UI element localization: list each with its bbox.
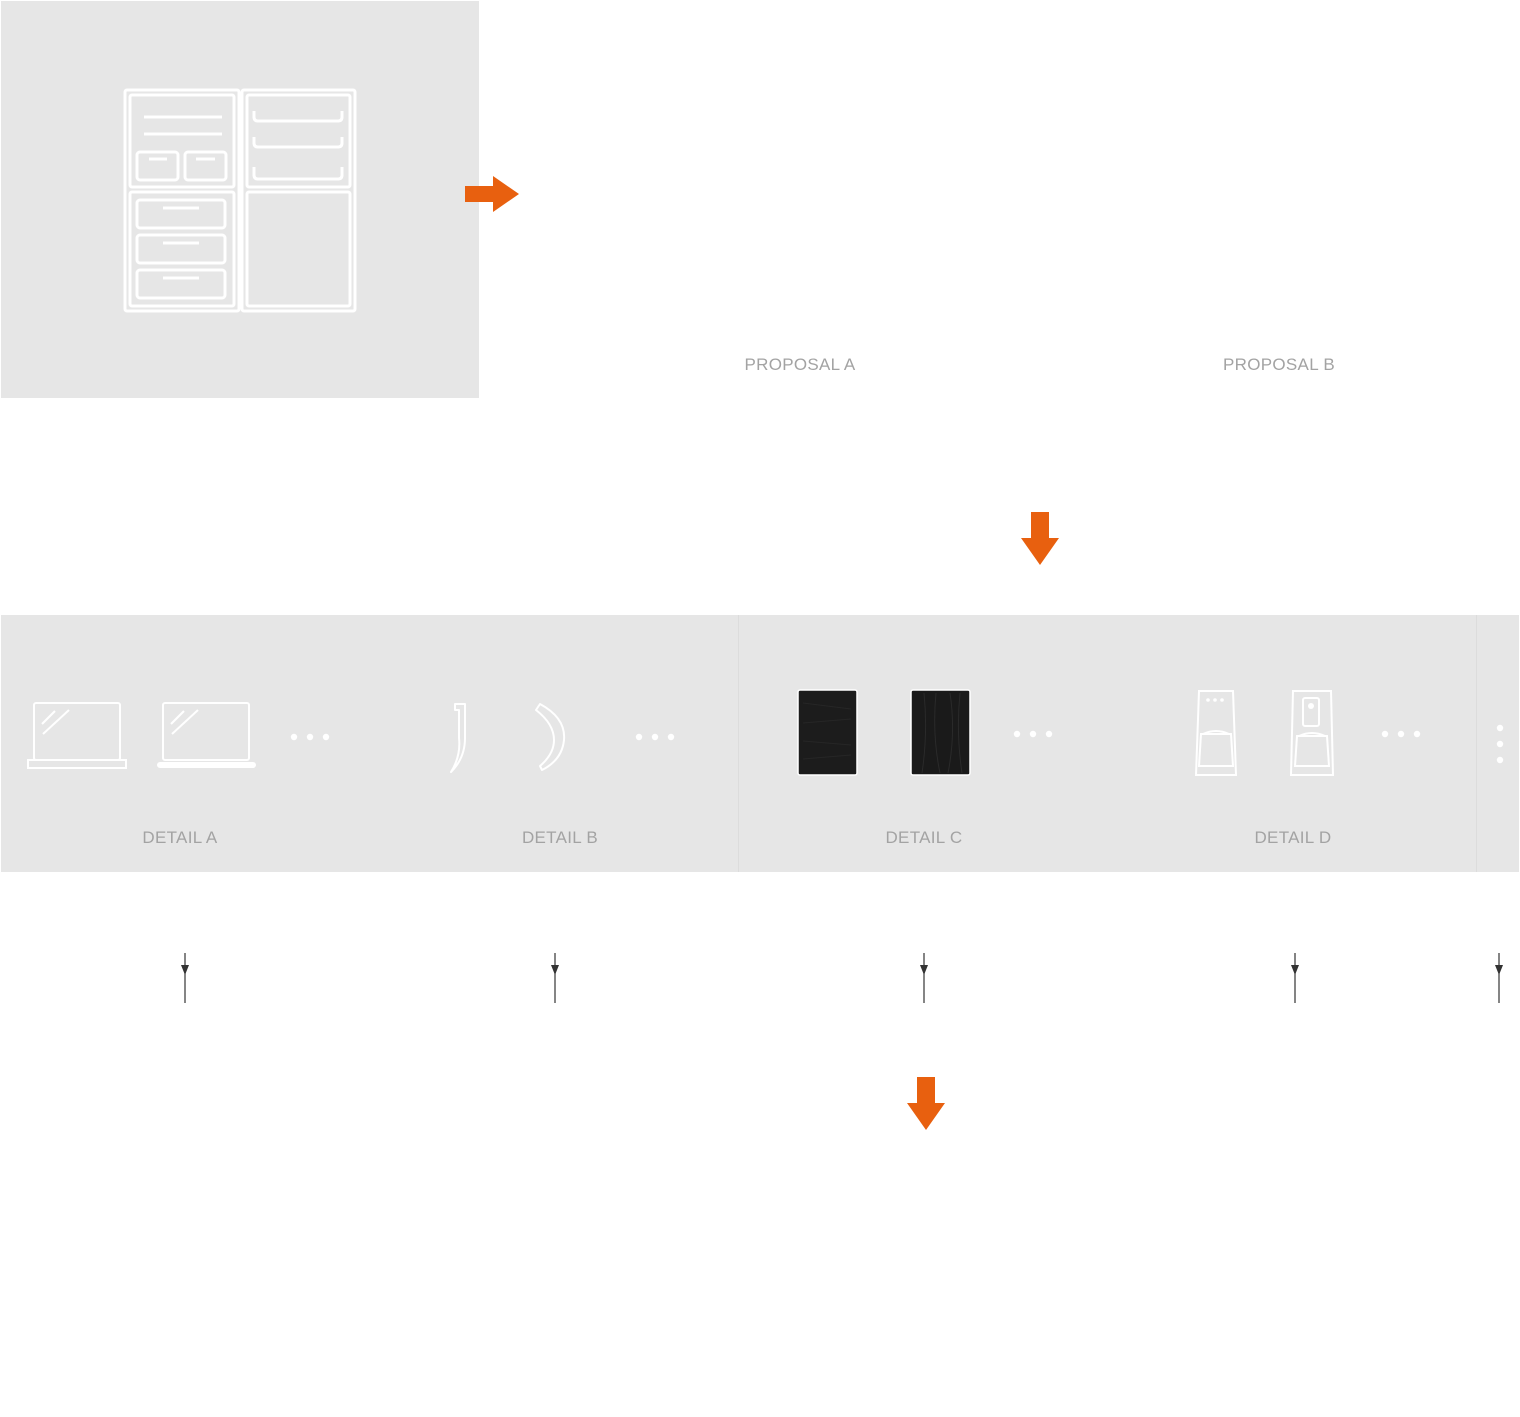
ellipsis-icon: [1381, 730, 1421, 738]
connector-arrow-icon: [181, 953, 189, 1003]
detail-d-label: DETAIL D: [1254, 828, 1332, 847]
dark-wood-panel-icon: [910, 689, 971, 776]
ellipsis-icon: [290, 733, 330, 741]
ellipsis-icon: [1013, 730, 1053, 738]
detail-a-label: DETAIL A: [142, 828, 218, 847]
proposal-b-label: PROPOSAL B: [1223, 355, 1335, 374]
connector-arrow-icon: [1291, 953, 1299, 1003]
dark-panel-icon: [797, 689, 858, 776]
arrow-right-icon: [465, 176, 519, 212]
connector-arrow-icon: [920, 953, 928, 1003]
details-panel: [1, 615, 1519, 872]
curved-profile-icon: [535, 703, 566, 771]
connector-arrow-icon: [1495, 953, 1503, 1003]
layout-wireframe-icon: [123, 88, 357, 313]
panel-divider: [738, 615, 739, 872]
detail-c-label: DETAIL C: [885, 828, 963, 847]
laptop-thin-icon: [157, 702, 256, 768]
detail-b-label: DETAIL B: [521, 828, 599, 847]
arrow-down-icon: [907, 1077, 945, 1130]
hook-profile-icon: [450, 703, 466, 773]
dispenser-display-icon: [1289, 690, 1335, 776]
connector-arrow-icon: [551, 953, 559, 1003]
proposal-a-label: PROPOSAL A: [744, 355, 856, 374]
ellipsis-icon: [635, 733, 675, 741]
layout-panel: [1, 1, 479, 398]
dispenser-icon: [1194, 690, 1238, 776]
arrow-down-icon: [1021, 512, 1059, 565]
vertical-ellipsis-icon: [1496, 724, 1504, 764]
laptop-open-icon: [27, 702, 127, 769]
panel-divider: [1476, 615, 1477, 872]
